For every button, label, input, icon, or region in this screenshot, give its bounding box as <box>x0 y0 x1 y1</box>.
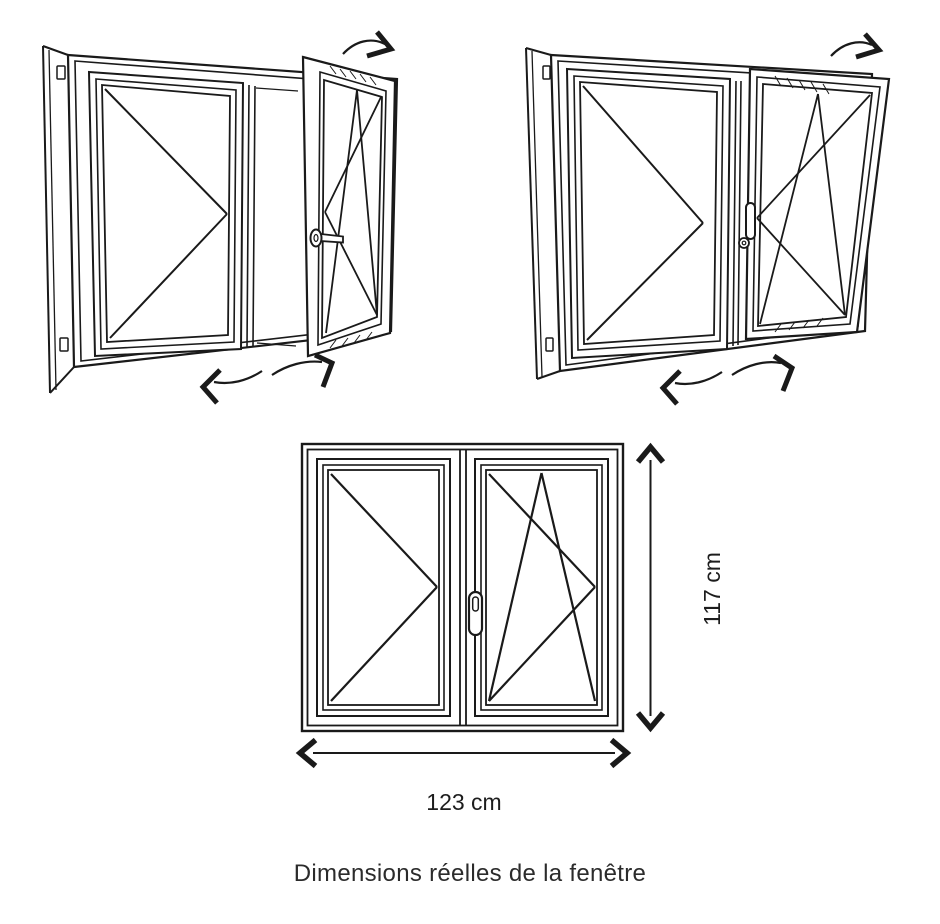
rotate-arrow-icon <box>830 32 884 60</box>
width-dimension-arrow <box>295 737 632 769</box>
handle-icon <box>467 590 484 637</box>
open-sash <box>301 55 397 358</box>
figure-window-swing-open <box>42 30 399 405</box>
height-dimension-arrow <box>635 442 666 733</box>
handle-icon <box>309 228 344 248</box>
swing-right-arrow-icon <box>731 353 796 392</box>
rotate-arrow-icon <box>342 30 396 59</box>
width-dimension-label: 123 cm <box>426 789 502 815</box>
hinge-icons <box>56 65 69 352</box>
right-pane <box>474 458 609 717</box>
swing-left-arrow-icon <box>659 369 723 406</box>
figure-window-tilt-open <box>525 32 891 406</box>
left-pane <box>316 458 451 717</box>
swing-direction-arrows <box>199 30 396 405</box>
swing-direction-arrows <box>659 32 884 406</box>
figure-window-front-view <box>295 442 666 769</box>
fixed-pane <box>87 70 245 358</box>
tilted-sash <box>744 67 891 341</box>
hinge-icons <box>542 65 554 352</box>
handle-icon <box>738 202 756 249</box>
window-frame <box>300 442 625 733</box>
swing-right-arrow-icon <box>271 352 336 388</box>
swing-left-arrow-icon <box>199 368 263 405</box>
fixed-pane <box>565 67 732 360</box>
figure-caption: Dimensions réelles de la fenêtre <box>293 860 647 887</box>
mullion <box>732 80 742 347</box>
height-dimension-label: 117 cm <box>699 552 725 626</box>
mullion <box>246 84 299 348</box>
